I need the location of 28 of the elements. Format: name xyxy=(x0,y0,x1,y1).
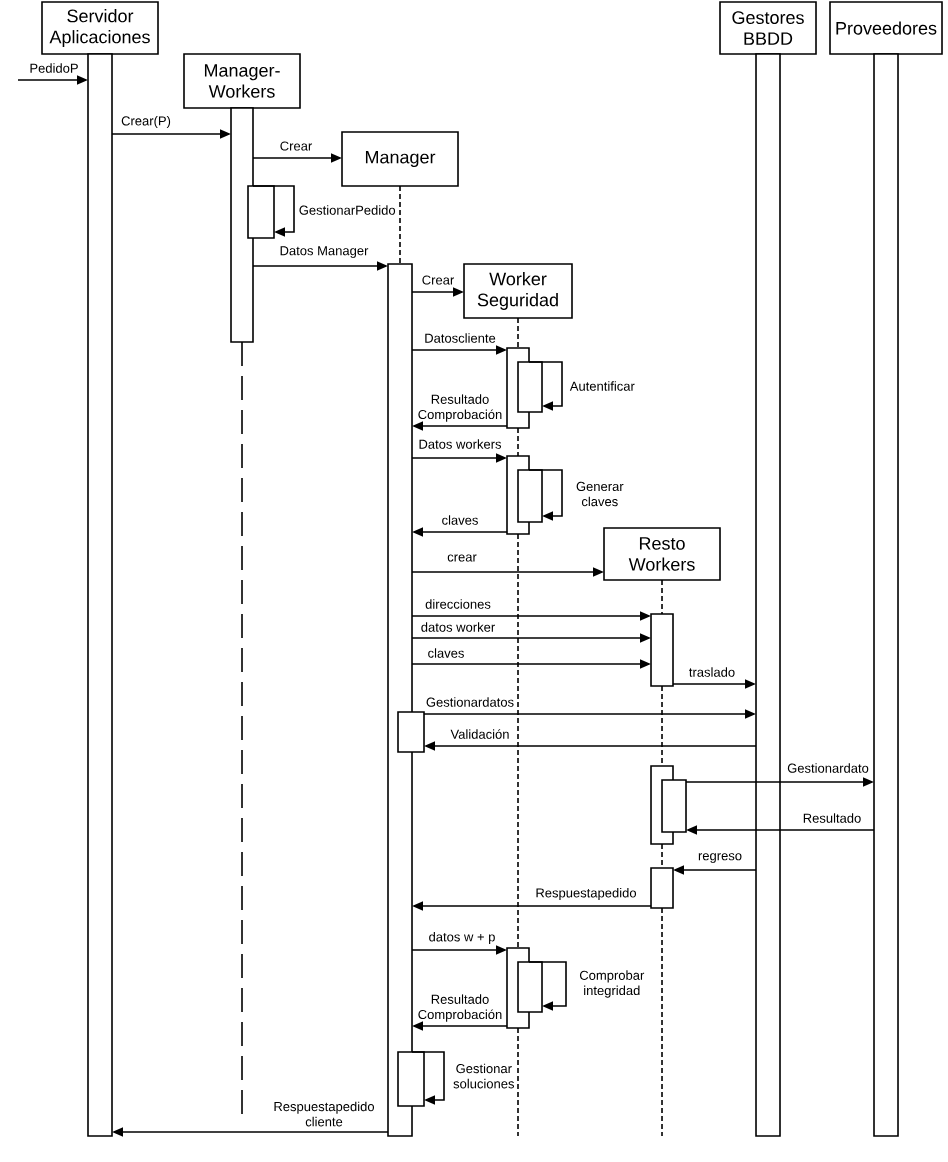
lifeline xyxy=(399,185,401,265)
participant-box: Manager-Workers xyxy=(183,53,301,109)
activation-bar xyxy=(517,361,543,413)
self-call-arrow xyxy=(528,961,567,1011)
self-call-arrow xyxy=(528,469,563,521)
activation-bar xyxy=(517,961,543,1013)
lifeline xyxy=(517,533,519,949)
participant-box: Resto Workers xyxy=(603,527,721,581)
participant-box: Proveedores xyxy=(829,1,943,55)
lifeline xyxy=(517,317,519,349)
participant-box: Manager xyxy=(341,131,459,187)
activation-bar xyxy=(397,1051,425,1107)
participant-box: Servidor Aplicaciones xyxy=(41,1,159,55)
activation-bar xyxy=(397,711,425,753)
self-call-arrow xyxy=(252,185,295,237)
self-call-arrow xyxy=(528,361,563,411)
participant-box: Gestores BBDD xyxy=(719,1,817,55)
lifeline xyxy=(661,685,663,767)
self-call-arrow xyxy=(411,1051,445,1105)
lifeline xyxy=(661,579,663,615)
activation-bar xyxy=(650,867,674,909)
activation-bar xyxy=(517,469,543,523)
activation-bar xyxy=(650,613,674,687)
activation-bar xyxy=(661,779,687,833)
lifeline xyxy=(517,427,519,457)
activation-bar xyxy=(247,185,275,239)
lifeline xyxy=(661,843,663,869)
participant-box: Worker Seguridad xyxy=(463,263,573,319)
